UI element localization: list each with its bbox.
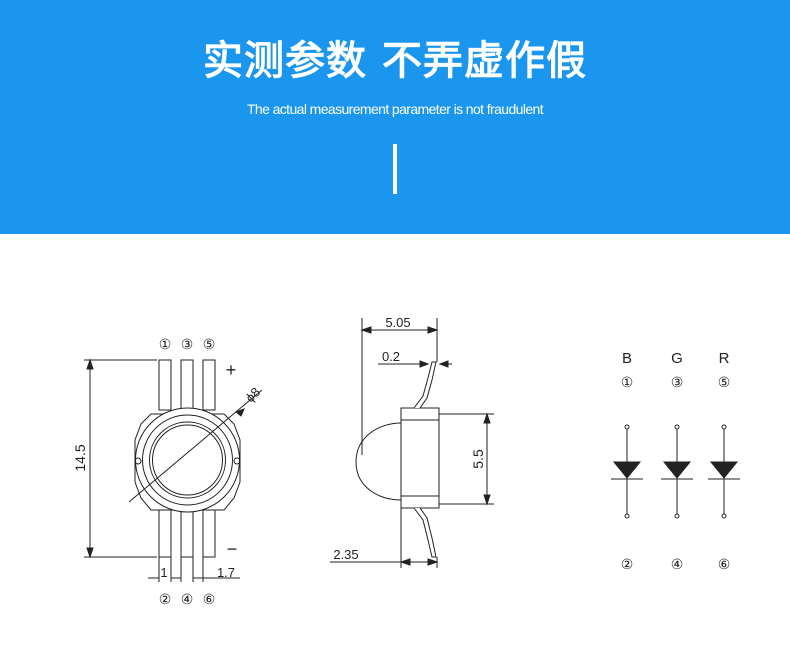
arrow-head bbox=[86, 358, 94, 370]
diode-triangle bbox=[662, 461, 692, 479]
channel-label-g: G bbox=[671, 350, 683, 367]
cathode-pin-r: ⑥ bbox=[718, 556, 731, 572]
side-lead-bottom bbox=[413, 507, 437, 558]
mount-hole-right bbox=[233, 457, 241, 465]
side-body bbox=[400, 407, 440, 509]
pin-pitch-label: 1.7 bbox=[217, 565, 235, 580]
arrow-head bbox=[399, 558, 411, 566]
lead-thickness-label: 0.2 bbox=[382, 349, 400, 364]
height-dim-label: 14.5 bbox=[72, 444, 88, 471]
anode-pin-g: ③ bbox=[671, 374, 684, 390]
pin-label-4: ④ bbox=[181, 591, 194, 607]
pin-label-3: ③ bbox=[181, 336, 194, 352]
anode-pin-r: ⑤ bbox=[718, 374, 731, 390]
channel-label-b: B bbox=[622, 350, 632, 367]
page-subtitle: The actual measurement parameter is not … bbox=[246, 101, 544, 117]
lens-diameter-label: ϕ8 bbox=[242, 384, 263, 405]
anode-plus-sign: + bbox=[226, 360, 237, 380]
pin-label-2: ② bbox=[159, 591, 172, 607]
pin-bottom-4 bbox=[180, 509, 194, 558]
diode-b bbox=[611, 424, 643, 519]
cathode-pin-b: ② bbox=[621, 556, 634, 572]
terminal-dot bbox=[624, 513, 630, 519]
side-view bbox=[330, 318, 494, 568]
side-lead-top bbox=[413, 361, 437, 409]
arrow-head bbox=[360, 326, 372, 334]
terminal-dot bbox=[674, 424, 680, 430]
pin-top-1 bbox=[158, 359, 172, 411]
mount-hole-left bbox=[134, 457, 142, 465]
front-view bbox=[84, 358, 263, 582]
pin-label-1: ① bbox=[159, 336, 172, 352]
lens-diameter-leader bbox=[128, 389, 263, 503]
side-dome bbox=[355, 422, 402, 501]
pin-bottom-6 bbox=[202, 509, 216, 558]
pin-top-5 bbox=[202, 359, 216, 411]
lens bbox=[149, 421, 226, 499]
pin-bottom-2 bbox=[158, 509, 172, 558]
page-title: 实测参数 不弄虚作假 bbox=[203, 38, 587, 84]
lens-ring bbox=[142, 414, 233, 506]
arrow-head bbox=[235, 408, 245, 417]
schematic bbox=[611, 424, 740, 519]
terminal-dot bbox=[624, 424, 630, 430]
diode-r bbox=[708, 424, 740, 519]
pin-label-6: ⑥ bbox=[203, 591, 216, 607]
anode-pin-b: ① bbox=[621, 374, 634, 390]
terminal-dot bbox=[674, 513, 680, 519]
diode-triangle bbox=[612, 461, 642, 479]
width-dim-label: 5.05 bbox=[385, 315, 410, 330]
diode-triangle bbox=[709, 461, 739, 479]
terminal-dot bbox=[721, 424, 727, 430]
arrow-head bbox=[483, 494, 491, 506]
terminal-dot bbox=[721, 513, 727, 519]
body-height-label: 5.5 bbox=[470, 449, 486, 469]
cathode-minus-sign: − bbox=[227, 539, 238, 559]
diode-g bbox=[661, 424, 693, 519]
pin-top-3 bbox=[180, 359, 194, 411]
arrow-head bbox=[438, 360, 449, 368]
header-banner: 实测参数 不弄虚作假 The actual measurement parame… bbox=[0, 0, 790, 234]
cathode-pin-g: ④ bbox=[671, 556, 684, 572]
base-dim-label: 2.35 bbox=[333, 547, 358, 562]
arrow-head bbox=[419, 360, 430, 368]
arrow-head bbox=[86, 547, 94, 559]
pin-width-label: 1 bbox=[160, 565, 167, 580]
pin-label-5: ⑤ bbox=[203, 336, 216, 352]
channel-label-r: R bbox=[719, 350, 730, 367]
arrow-head bbox=[427, 326, 439, 334]
arrow-head bbox=[427, 558, 439, 566]
lens-inner bbox=[152, 424, 223, 496]
lens-outer-ring bbox=[135, 407, 240, 513]
arrow-head bbox=[483, 412, 491, 424]
title-divider bbox=[393, 144, 397, 194]
